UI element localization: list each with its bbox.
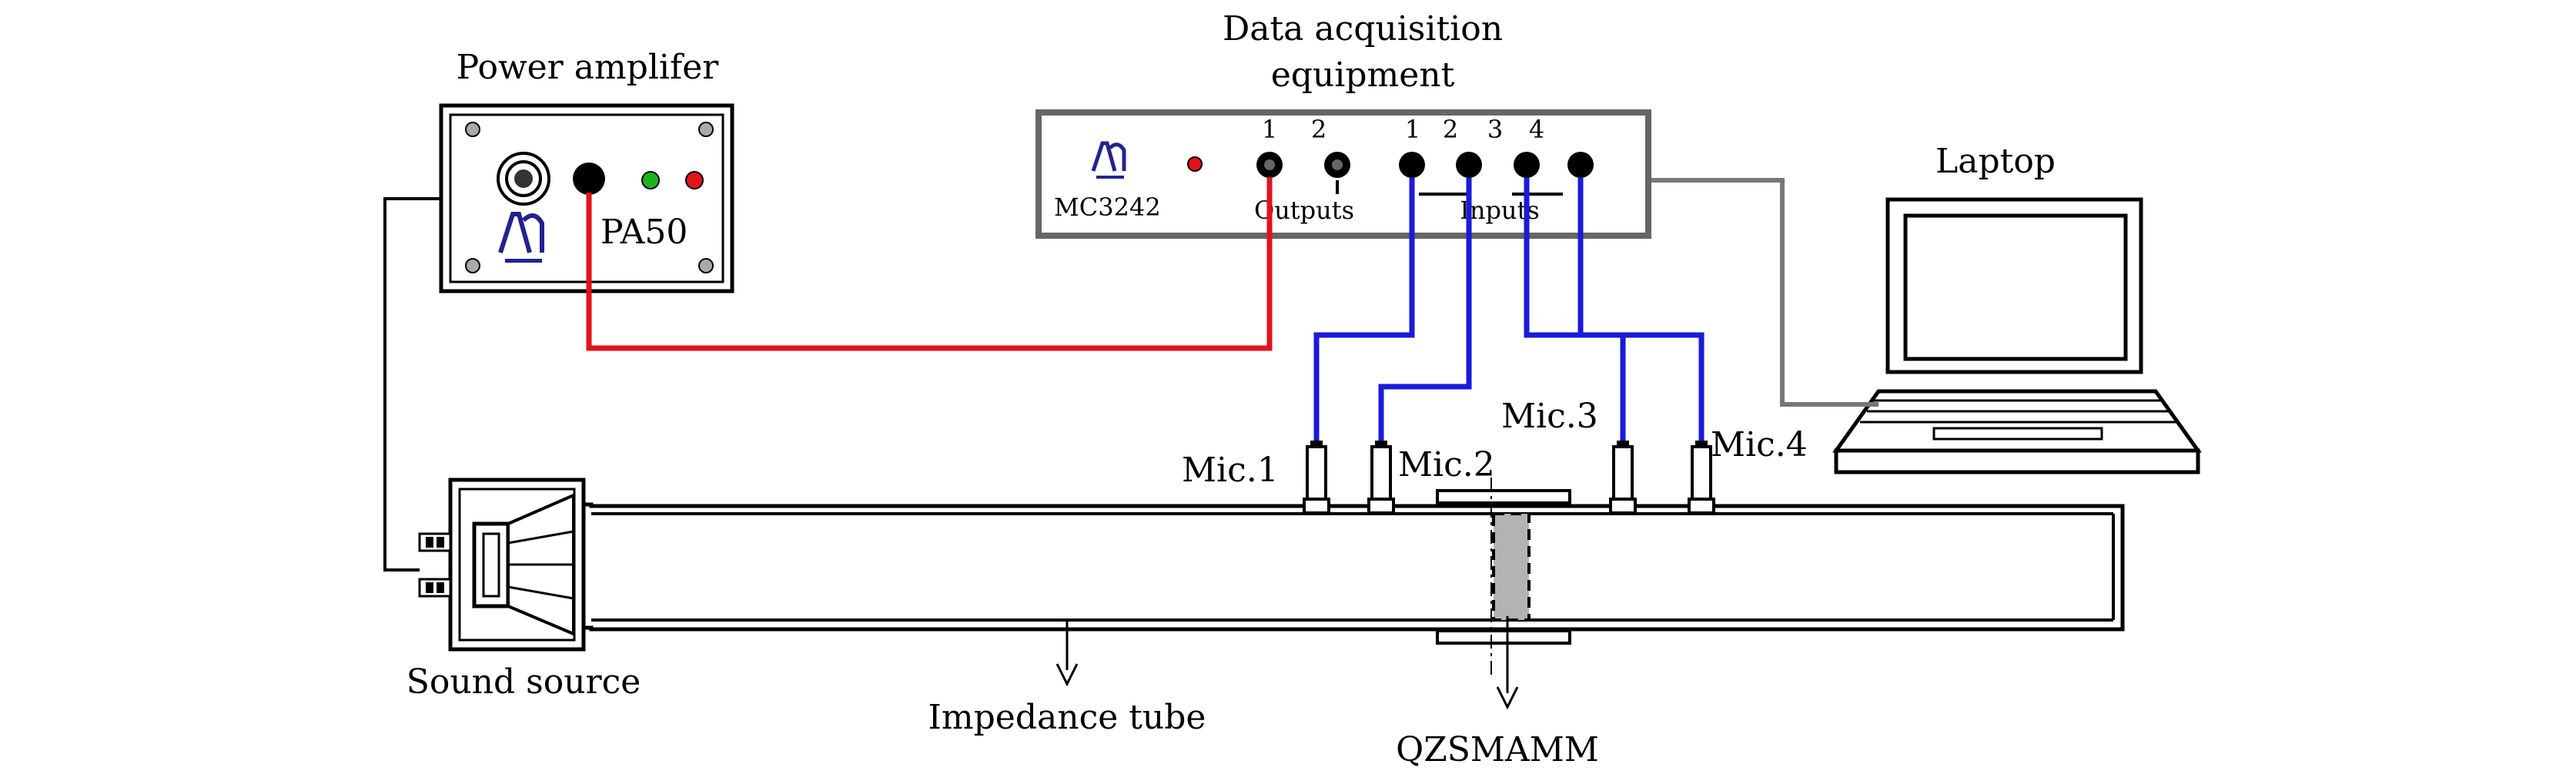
impedance-tube: Mic.1 Mic.2 Mic.3 Mic.4: [584, 397, 2125, 678]
mic1-label: Mic.1: [1182, 451, 1279, 490]
mic-wire-1: [1313, 178, 1415, 443]
brand-logo-icon: [498, 212, 544, 263]
sample-qzsmamm: [1492, 512, 1531, 622]
wires: [383, 177, 1878, 572]
input-jack-1-icon: [1399, 152, 1425, 178]
daq-title-line1: Data acquisition: [1223, 9, 1503, 49]
mic2-label: Mic.2: [1398, 445, 1495, 484]
power-amplifier-label: Power amplifer: [457, 48, 720, 87]
sample-label: QZSMAMM: [1396, 730, 1599, 769]
microphone-4-icon: [1688, 441, 1715, 515]
mic-wire-4: [1577, 178, 1705, 443]
mic4-label: Mic.4: [1711, 425, 1808, 464]
data-acquisition-unit: Data acquisition equipment MC3242 1 2 Ou…: [1035, 9, 1651, 239]
status-led-red: [685, 171, 704, 189]
screw-icon: [465, 122, 714, 273]
brand-logo-icon: [1091, 141, 1126, 179]
mic-wire-2: [1378, 178, 1472, 443]
daq-model-label: MC3242: [1054, 193, 1161, 222]
impedance-tube-label: Impedance tube: [928, 698, 1206, 737]
input-channel-number: 4: [1529, 115, 1544, 144]
mic3-label: Mic.3: [1501, 397, 1598, 436]
input-jack-3-icon: [1514, 152, 1540, 178]
amp-to-source-cable: [383, 197, 441, 572]
daq-title-line2: equipment: [1271, 55, 1455, 95]
input-channel-number: 2: [1443, 115, 1458, 144]
status-led-green: [641, 171, 660, 189]
mic-wire-3: [1524, 178, 1626, 443]
output-channel-number: 1: [1262, 115, 1277, 144]
microphone-3-icon: [1609, 441, 1637, 515]
output-jack-icon: [573, 163, 605, 195]
input-channel-number: 3: [1487, 115, 1503, 144]
input-channel-number: 1: [1405, 115, 1420, 144]
callout-arrows: [1055, 616, 1519, 710]
sound-source-label: Sound source: [406, 662, 641, 702]
signal-wire-red: [586, 177, 1273, 351]
input-jack-2-icon: [1456, 152, 1482, 178]
terminal-connector-icon: [418, 532, 452, 598]
sample-holder-flange-bottom: [1436, 629, 1571, 645]
microphone-2-icon: [1367, 441, 1395, 515]
pa-model-label: PA50: [601, 213, 687, 252]
input-connector-icon: [497, 152, 550, 206]
laptop-cable: [1651, 178, 1878, 407]
laptop-icon: Laptop: [1832, 142, 2202, 474]
input-jack-4-icon: [1567, 152, 1594, 178]
laptop-label: Laptop: [1935, 142, 2056, 181]
sample-holder-flange-top: [1436, 489, 1571, 504]
output-channel-number: 2: [1311, 115, 1326, 144]
sound-source: Sound source: [406, 478, 641, 702]
microphone-1-icon: [1303, 441, 1330, 515]
power-led-icon: [1187, 156, 1203, 172]
